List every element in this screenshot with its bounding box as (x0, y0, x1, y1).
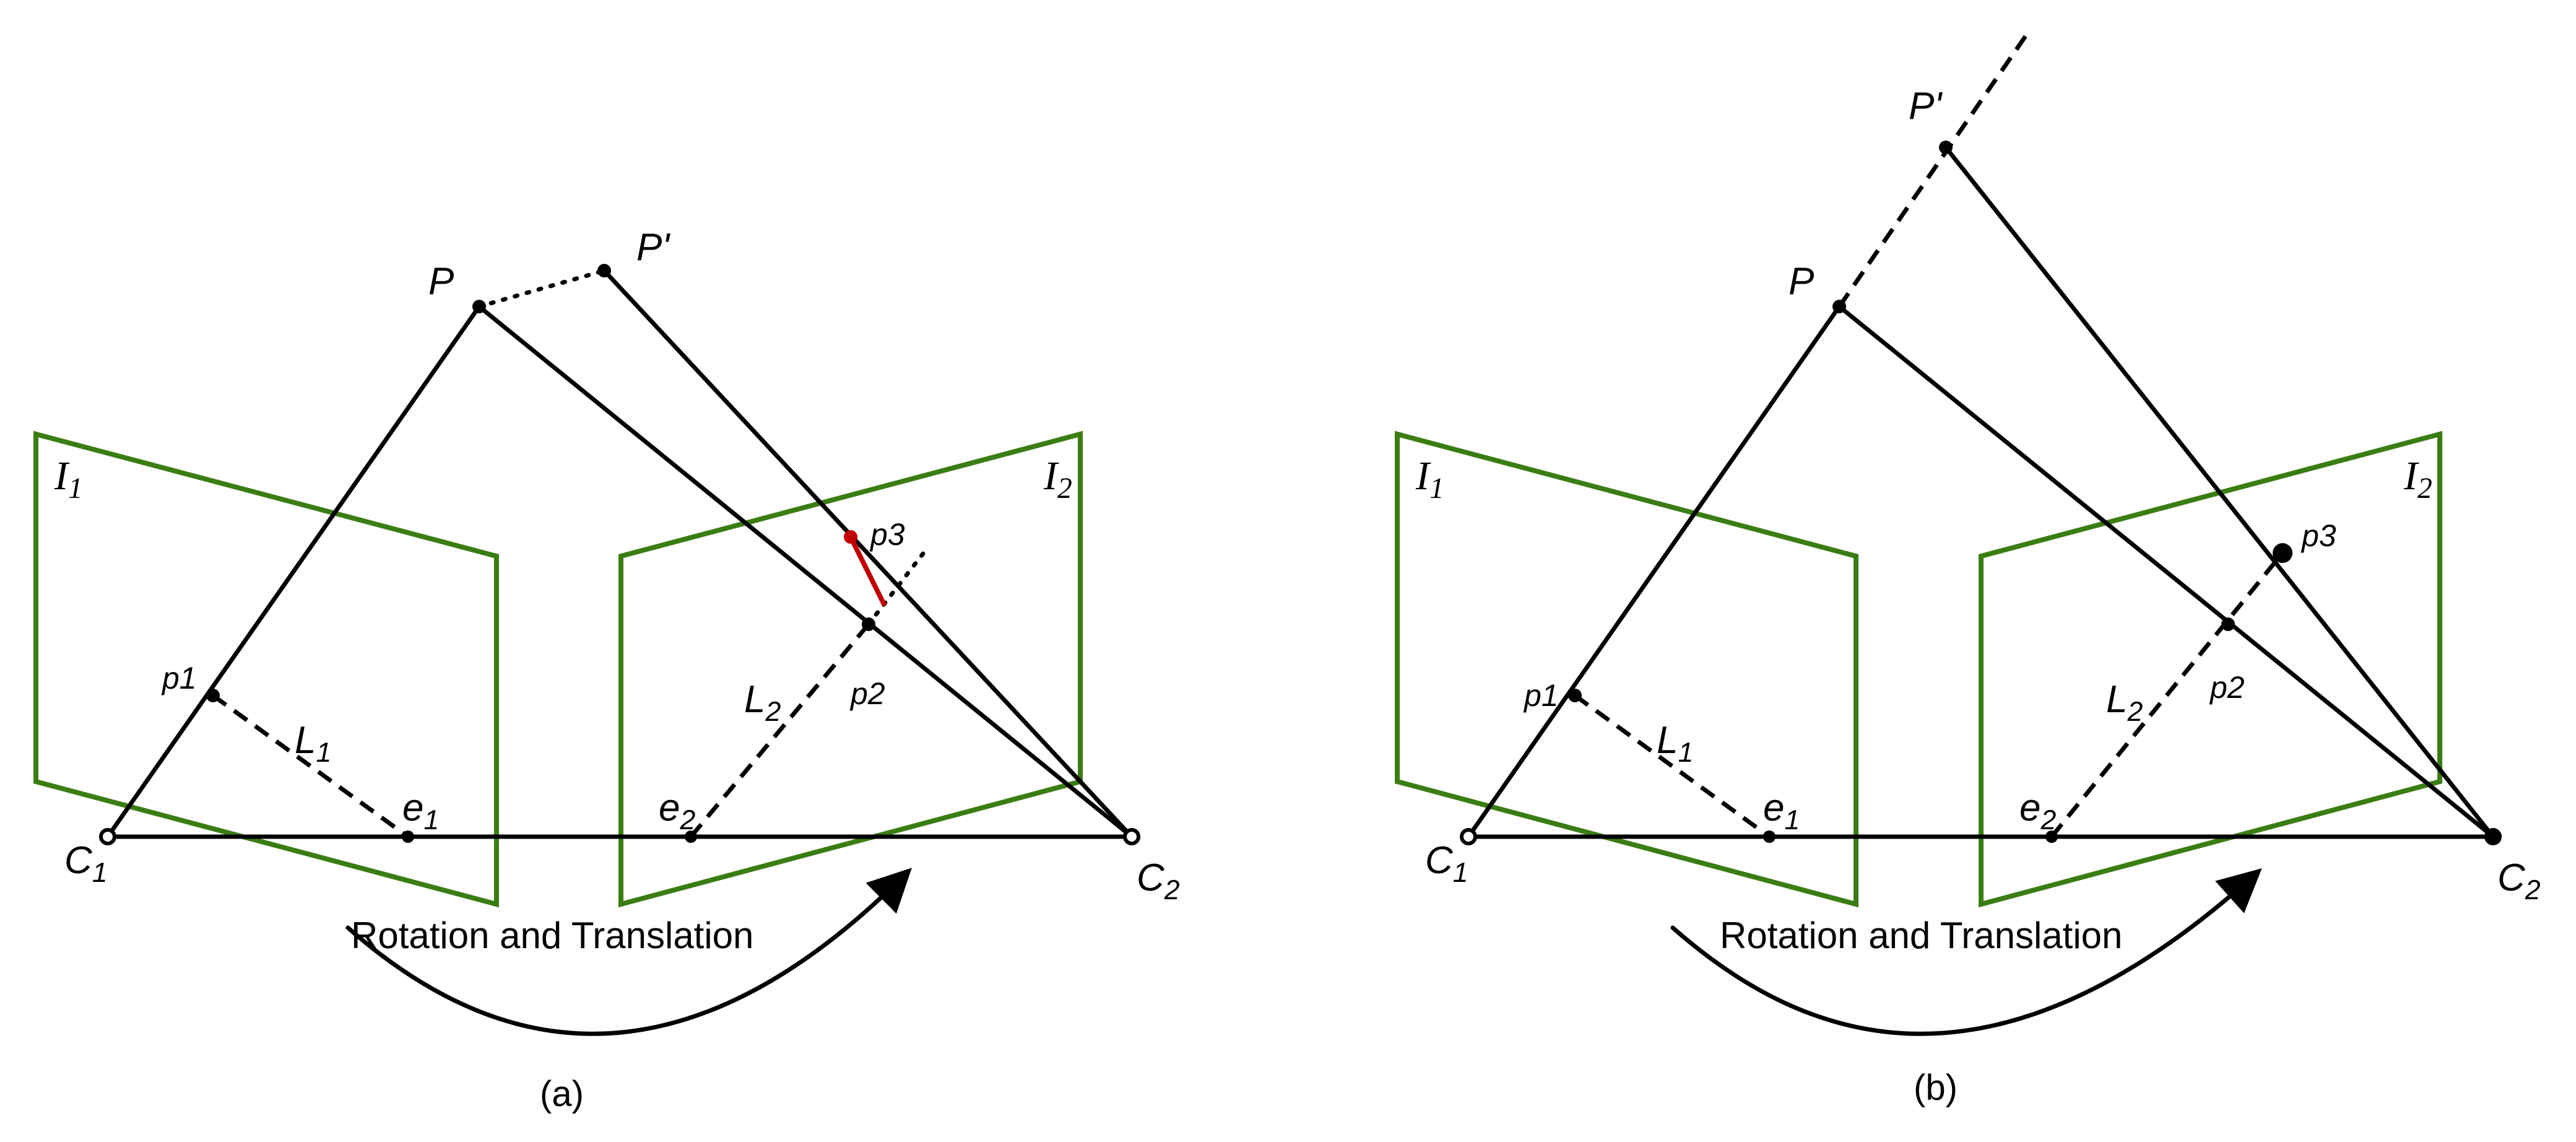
point-p-marker (472, 300, 486, 313)
label-i1: I1 (1415, 453, 1444, 505)
label-p1: p1 (161, 661, 197, 695)
label-l2: L2 (744, 678, 781, 727)
point-pprime-marker (597, 264, 611, 277)
panel-caption-a: (a) (540, 1074, 584, 1114)
epipolar-line-l1 (1573, 694, 1771, 839)
point-e1-marker (402, 830, 414, 843)
label-e2: e2 (2019, 787, 2056, 835)
ray-pprime-c2 (1943, 145, 2496, 839)
point-p3-marker (2273, 543, 2292, 563)
label-i2: I2 (2403, 453, 2432, 505)
label-p2: p2 (2209, 670, 2245, 705)
label-p: P (428, 260, 454, 303)
point-pprime-marker (1939, 141, 1953, 154)
label-e2: e2 (659, 787, 695, 835)
point-p1-marker (1568, 689, 1582, 702)
panel-a: P P' I1 I2 p1 p2 p3 L1 L2 e1 e2 C1 C2 Ro… (33, 226, 1180, 1114)
label-pprime: P' (636, 226, 670, 269)
point-e1-marker (1763, 830, 1776, 843)
reprojection-error-segment (848, 536, 887, 607)
point-p1-marker (206, 689, 220, 702)
camera-c1-marker (1460, 828, 1477, 845)
epipolar-line-l2 (2050, 551, 2284, 839)
motion-caption: Rotation and Translation (1720, 915, 2122, 956)
ray-p-to-pprime-extension (1837, 28, 2032, 308)
label-e1: e1 (402, 787, 439, 835)
point-p-marker (1832, 300, 1846, 313)
ray-p-c2 (1837, 304, 2496, 839)
point-p3-marker (844, 530, 857, 544)
motion-arrow (1670, 868, 2262, 1036)
label-p3: p3 (869, 517, 905, 552)
label-i1: I1 (54, 453, 83, 505)
camera-c1-marker (99, 828, 116, 845)
label-c2: C2 (1137, 856, 1180, 905)
image-plane-2 (1979, 430, 2442, 908)
motion-caption: Rotation and Translation (351, 915, 753, 956)
ray-pprime-c2 (602, 268, 1134, 839)
epipolar-line-l2-extension (866, 549, 927, 627)
image-plane-1 (1395, 430, 1858, 908)
label-c1: C1 (1425, 839, 1468, 888)
panel-b: P P' I1 I2 p1 p2 p3 L1 L2 e1 e2 C1 C2 Ro… (1395, 28, 2541, 1108)
image-plane-1 (33, 430, 499, 908)
label-p2: p2 (849, 676, 885, 711)
ray-p-c2 (477, 304, 1134, 839)
ray-c1-p (1466, 304, 1842, 839)
p-to-pprime-dotted (477, 268, 607, 309)
motion-arrow (345, 868, 912, 1036)
point-p2-marker (862, 617, 875, 631)
label-pprime: P' (1909, 85, 1943, 128)
label-l1: L1 (295, 719, 331, 768)
camera-c2-marker (2484, 828, 2502, 845)
point-e2-marker (2045, 830, 2058, 843)
panel-caption-b: (b) (1914, 1068, 1958, 1108)
epipolar-line-l2 (689, 622, 870, 839)
camera-c2-marker (1123, 828, 1140, 845)
label-c1: C1 (64, 839, 108, 888)
label-l2: L2 (2106, 678, 2143, 727)
label-i2: I2 (1043, 453, 1072, 505)
label-p3: p3 (2301, 518, 2336, 553)
epipolar-line-l1 (211, 694, 410, 839)
label-l1: L1 (1657, 719, 1693, 768)
label-p: P (1789, 260, 1814, 303)
ray-c1-p (105, 304, 482, 839)
point-p2-marker (2221, 617, 2235, 631)
label-e1: e1 (1763, 787, 1800, 835)
point-e2-marker (685, 830, 697, 843)
label-p1: p1 (1523, 678, 1559, 713)
label-c2: C2 (2497, 856, 2541, 905)
